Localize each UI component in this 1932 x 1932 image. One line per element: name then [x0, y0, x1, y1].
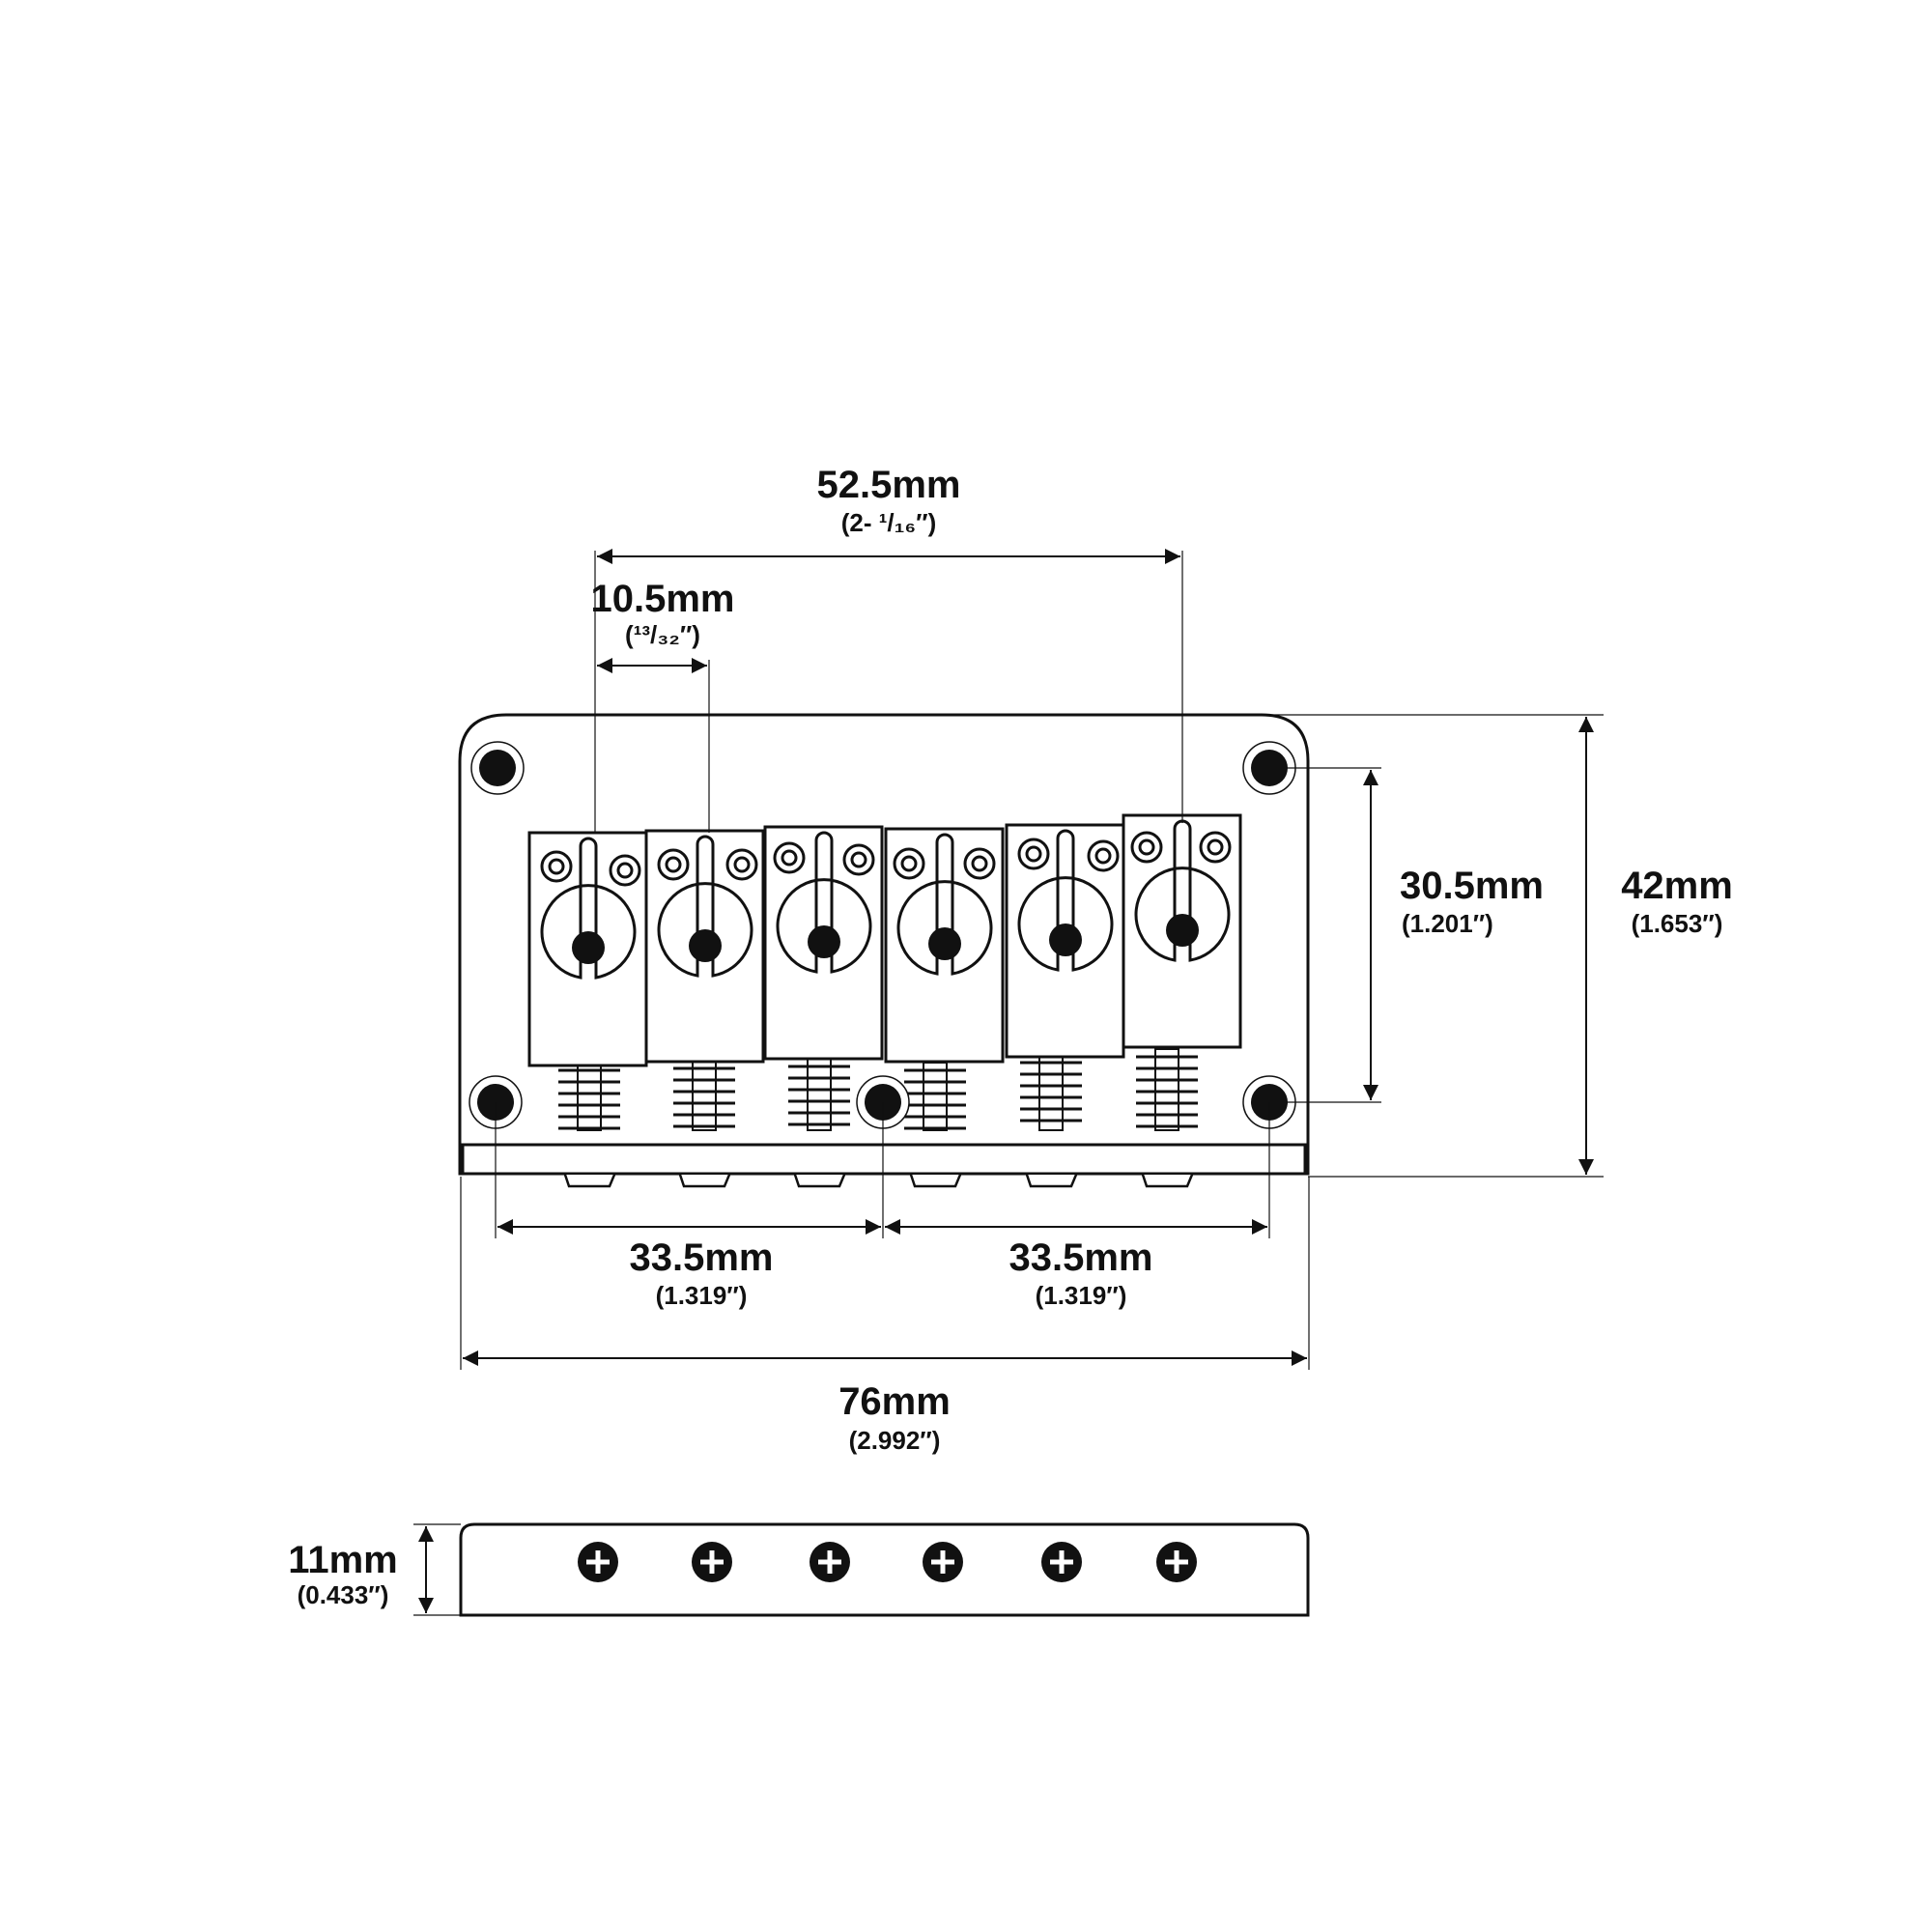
label-hole-spacing-right-mm: 33.5mm [1009, 1236, 1153, 1279]
mount-hole-top-left [470, 741, 525, 795]
plate-back-lip [461, 1143, 1307, 1176]
saddle-6 [1122, 813, 1242, 1049]
saddle-2 [644, 829, 765, 1064]
saddle-3 [763, 825, 884, 1061]
dim-overall-width [460, 1177, 1310, 1370]
label-overall-height-mm: 42mm [1621, 865, 1733, 907]
saddle-5 [1005, 823, 1125, 1059]
dim-string-spacing [597, 658, 710, 833]
label-hole-spacing-left-mm: 33.5mm [630, 1236, 774, 1279]
dim-hole-vertical [1286, 767, 1381, 1103]
dim-overall-height [1262, 714, 1604, 1178]
mount-hole-top-right [1242, 741, 1296, 795]
label-string-spacing-inch: (¹³/₃₂″) [625, 620, 700, 649]
label-saddle-span-mm: 52.5mm [817, 464, 961, 506]
side-view-plate [459, 1522, 1310, 1617]
label-hole-spacing-left-inch: (1.319″) [656, 1281, 748, 1310]
label-string-spacing-mm: 10.5mm [591, 578, 735, 620]
label-hole-vertical-inch: (1.201″) [1402, 909, 1493, 938]
label-overall-width-mm: 76mm [838, 1380, 951, 1423]
label-overall-height-inch: (1.653″) [1632, 909, 1723, 938]
label-side-height-inch: (0.433″) [298, 1580, 389, 1609]
label-overall-width-inch: (2.992″) [849, 1426, 941, 1455]
saddle-4 [884, 827, 1005, 1064]
dim-side-height [413, 1523, 461, 1616]
saddle-1 [527, 831, 648, 1067]
saddle-springs [558, 1048, 1198, 1131]
label-side-height-mm: 11mm [288, 1539, 397, 1581]
label-saddle-span-inch: (2- ¹/₁₆″) [841, 508, 937, 537]
height-screw-tips [563, 1174, 1194, 1188]
dim-saddle-span [594, 549, 1183, 833]
dim-hole-spacing [495, 1102, 1270, 1238]
label-hole-vertical-mm: 30.5mm [1400, 865, 1544, 907]
label-hole-spacing-right-inch: (1.319″) [1036, 1281, 1127, 1310]
side-view-screws [578, 1542, 1197, 1582]
